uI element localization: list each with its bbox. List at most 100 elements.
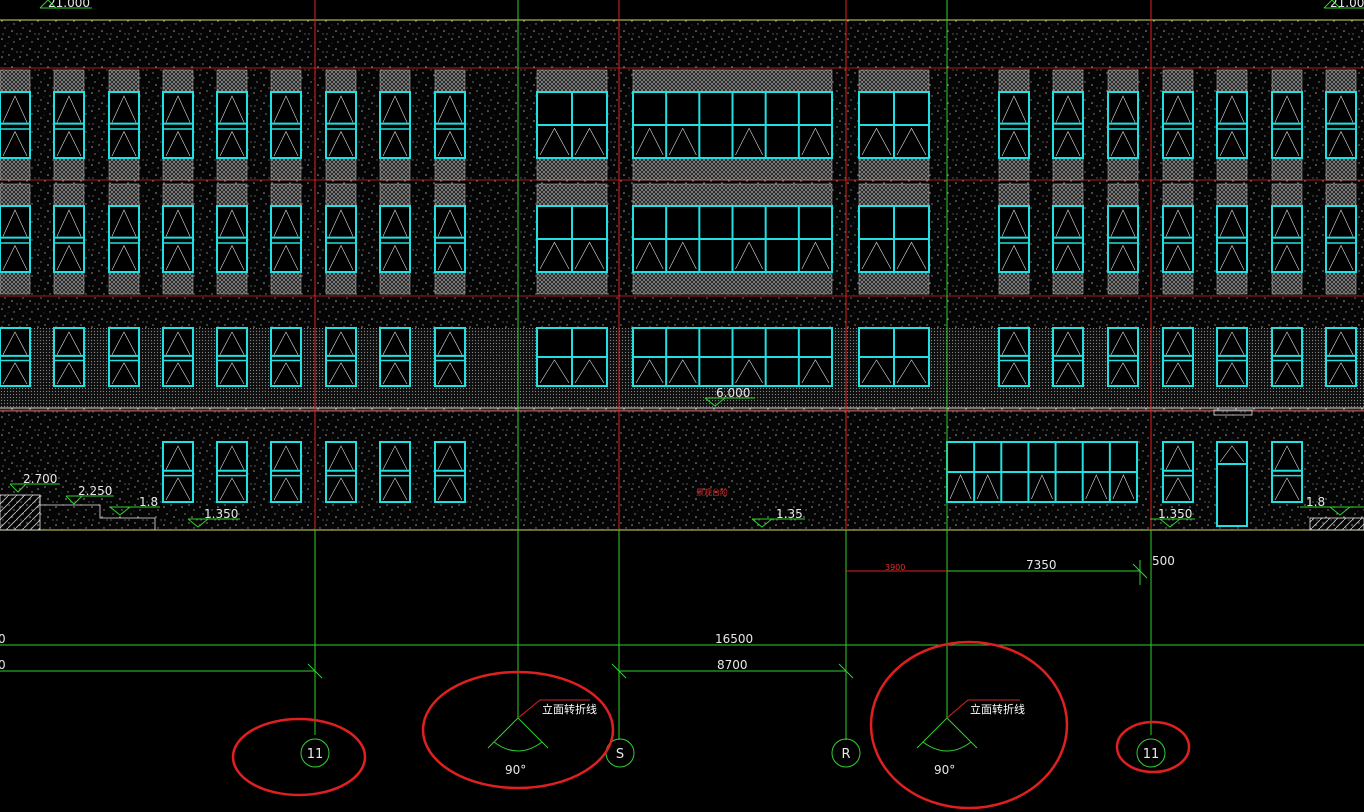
center-note: 景观台阶	[696, 487, 728, 497]
window-small	[108, 69, 140, 181]
entrance-door	[1216, 441, 1248, 527]
elev-top-left: 21.000	[48, 0, 90, 10]
window-small	[53, 327, 85, 387]
window-small	[1162, 441, 1194, 503]
fold-label-left: 立面转折线	[542, 702, 597, 716]
window-small	[0, 327, 31, 387]
window-small	[379, 441, 411, 503]
window-large	[632, 69, 833, 181]
window-large	[858, 183, 930, 295]
window-small	[379, 327, 411, 387]
window-small	[108, 183, 140, 295]
dim-500: 500	[1152, 554, 1175, 568]
dim-left-cut-b: 0	[0, 658, 6, 672]
window-small	[1107, 327, 1139, 387]
window-small	[270, 327, 302, 387]
window-small	[0, 183, 31, 295]
left-steps	[0, 494, 1364, 531]
window-large	[946, 441, 1138, 503]
windows-group	[0, 69, 1357, 527]
axis-bubbles: 11 S R 11	[300, 738, 1166, 768]
axis-11-left: 11	[307, 747, 324, 762]
window-small	[216, 183, 248, 295]
window-small	[1162, 327, 1194, 387]
window-small	[270, 441, 302, 503]
elev-1350-left: 1.350	[204, 507, 238, 521]
window-large	[632, 327, 833, 387]
window-large	[858, 69, 930, 181]
window-small	[1325, 69, 1357, 181]
elev-2700: 2.700	[23, 472, 57, 486]
elev-top-right: 21.000	[1330, 0, 1364, 10]
elev-1-35: 1.35	[776, 507, 803, 521]
window-small	[1325, 183, 1357, 295]
axis-s: S	[616, 747, 624, 762]
window-large	[536, 69, 608, 181]
window-small	[216, 441, 248, 503]
window-small	[270, 183, 302, 295]
window-small	[108, 327, 140, 387]
window-small	[216, 69, 248, 181]
elev-1-8-left: 1.8	[139, 495, 158, 509]
dim-7350: 7350	[1026, 558, 1057, 572]
window-small	[162, 69, 194, 181]
dimension-lines	[0, 560, 1364, 679]
window-small	[1162, 183, 1194, 295]
window-small	[1271, 441, 1303, 503]
window-small	[998, 69, 1030, 181]
window-small	[0, 69, 31, 181]
elev-6000: 6.000	[716, 386, 750, 400]
annotation-ellipse-fold-left	[421, 670, 615, 790]
window-small	[379, 183, 411, 295]
window-small	[1271, 327, 1303, 387]
fold-angle-right: 90°	[934, 763, 955, 777]
window-large	[858, 327, 930, 387]
window-small	[1052, 69, 1084, 181]
dim-left-cut-a: 0	[0, 632, 6, 646]
dimension-texts: 3900 7350 500 16500 8700 0 0	[0, 554, 1175, 672]
window-small	[434, 441, 466, 503]
window-small	[998, 183, 1030, 295]
window-small	[1107, 69, 1139, 181]
elev-2250: 2.250	[78, 484, 112, 498]
window-small	[434, 327, 466, 387]
window-small	[162, 441, 194, 503]
window-small	[1162, 69, 1194, 181]
axis-lines	[314, 0, 1152, 740]
window-small	[434, 69, 466, 181]
fold-mark-left: 立面转折线 90°	[487, 699, 597, 777]
window-small	[1271, 183, 1303, 295]
window-small	[325, 69, 357, 181]
window-small	[325, 441, 357, 503]
fold-label-right: 立面转折线	[970, 702, 1025, 716]
window-small	[325, 183, 357, 295]
annotation-ellipse-axis-11-right	[1115, 720, 1191, 774]
window-small	[162, 327, 194, 387]
window-small	[1052, 327, 1084, 387]
window-small	[1216, 69, 1248, 181]
window-small	[325, 327, 357, 387]
window-small	[270, 69, 302, 181]
window-small	[216, 327, 248, 387]
annotation-ellipses	[231, 640, 1191, 810]
window-small	[379, 69, 411, 181]
axis-r: R	[841, 747, 850, 762]
window-small	[998, 327, 1030, 387]
window-small	[1052, 183, 1084, 295]
window-small	[53, 183, 85, 295]
window-small	[53, 69, 85, 181]
window-small	[162, 183, 194, 295]
window-large	[536, 327, 608, 387]
window-small	[1216, 183, 1248, 295]
window-small	[434, 183, 466, 295]
dim-3900: 3900	[885, 563, 905, 572]
dim-8700: 8700	[717, 658, 748, 672]
axis-11-right: 11	[1143, 747, 1160, 762]
dim-16500: 16500	[715, 632, 753, 646]
window-small	[1107, 183, 1139, 295]
window-small	[1325, 327, 1357, 387]
window-small	[1216, 327, 1248, 387]
window-small	[1271, 69, 1303, 181]
elev-1350-right: 1.350	[1158, 507, 1192, 521]
